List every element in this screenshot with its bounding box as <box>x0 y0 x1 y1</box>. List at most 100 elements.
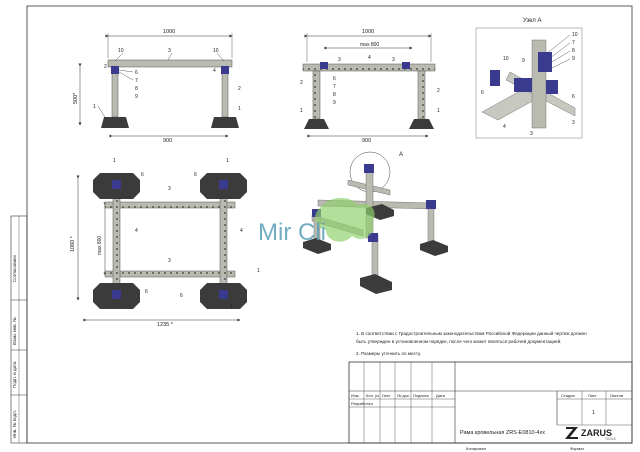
side-view: 1000 max 800 900 3 4 3 6 7 8 9 2 1 1 2 <box>300 29 440 144</box>
watermark: Mir Cli <box>258 197 375 246</box>
callout: 3 <box>572 120 575 126</box>
detail-bracket-center <box>514 78 532 92</box>
callout: 9 <box>333 100 336 106</box>
callout: 4 <box>135 228 138 234</box>
callout: 3 <box>392 57 395 63</box>
iso-connector <box>426 200 436 209</box>
plan-beam-bottom <box>104 270 236 278</box>
front-crossbeam <box>107 59 233 68</box>
callout: 6 <box>141 172 144 178</box>
detail-view: Узел А 10 7 8 9 10 9 6 4 3 6 3 <box>475 18 583 139</box>
side-post-right <box>417 70 426 120</box>
plan-connector <box>219 290 228 299</box>
notes: 1. В соответствии с Градостроительным за… <box>356 330 587 356</box>
callout: 3 <box>168 48 171 54</box>
iso-detail-marker: A <box>399 152 403 158</box>
side-post-left <box>312 70 321 120</box>
tb-header: Дата <box>436 393 446 398</box>
side-top-dimension: 1000 <box>362 29 374 35</box>
front-bottom-dimension: 900 <box>163 138 172 144</box>
tb-header: Подпись <box>413 393 429 398</box>
side-foot-right <box>409 119 434 129</box>
plan-connector <box>112 180 121 189</box>
callout: 3 <box>338 57 341 63</box>
iso-foot <box>420 240 448 256</box>
plan-connector <box>219 180 228 189</box>
callout: 6 <box>180 293 183 299</box>
callout: 2 <box>104 64 107 70</box>
note-2: 2. Размеры уточнить по месту. <box>356 351 421 356</box>
callout: 2 <box>437 88 440 94</box>
plan-beam-top <box>104 201 236 209</box>
watermark-text: Mir Cli <box>258 219 326 246</box>
side-connector-right <box>402 62 410 69</box>
plan-view: 1060 * max 800 1235 * 1 6 3 6 1 4 4 3 1 … <box>70 158 260 328</box>
tb-header: № док. <box>397 393 410 398</box>
front-foot-right <box>211 117 239 128</box>
tb-header: Лист <box>382 393 391 398</box>
callout: 8 <box>135 86 138 92</box>
callout: 1 <box>437 108 440 114</box>
stamp-agreed: Согласовано <box>12 254 17 282</box>
tb-developed: Разработал <box>351 401 373 406</box>
side-connector-left <box>320 62 328 69</box>
callout: 9 <box>522 58 525 64</box>
callout: 1 <box>93 104 96 110</box>
callout: 8 <box>572 48 575 54</box>
callout: 1 <box>257 268 260 274</box>
tb-copied: Копировал <box>466 446 487 451</box>
callout: 6 <box>481 90 484 96</box>
callout: 1 <box>238 106 241 112</box>
tb-sheet-number: 1 <box>592 410 595 416</box>
detail-top-bracket <box>538 52 552 72</box>
side-max-dimension: max 800 <box>360 42 379 48</box>
callout: 10 <box>118 48 124 54</box>
callout: 6 <box>572 94 575 100</box>
front-foot-left <box>101 117 129 128</box>
zarus-logo-icon <box>565 427 578 439</box>
tb-header: Изм. <box>351 393 360 398</box>
callout: 2 <box>238 86 241 92</box>
callout: 1 <box>113 158 116 164</box>
callout: 7 <box>333 84 336 90</box>
plan-rail-right <box>219 189 228 291</box>
callout: 1 <box>230 304 233 310</box>
plan-bottom-dimension: 1235 * <box>157 322 174 328</box>
callout: 1 <box>300 108 303 114</box>
callout: 1 <box>226 158 229 164</box>
title-block: Изм. Кол. уч. Лист № док. Подпись Дата Р… <box>348 361 633 451</box>
callout: 6 <box>333 76 336 82</box>
callout: 9 <box>135 94 138 100</box>
callout: 4 <box>503 124 506 130</box>
iso-foot <box>303 238 331 254</box>
iso-connector <box>364 164 374 173</box>
detail-bracket-left <box>490 70 500 86</box>
detail-bracket-right <box>546 80 558 94</box>
callout: 7 <box>572 40 575 46</box>
detail-title: Узел А <box>523 18 541 24</box>
tb-stage: Стадия <box>561 393 575 398</box>
drawing-title: Рама кровельная ZRS-E0810-4xx <box>460 430 545 436</box>
stamp-replaced: Взам. инв. № <box>12 317 17 345</box>
callout: 3 <box>168 258 171 264</box>
callout: 7 <box>135 78 138 84</box>
callout: 10 <box>572 32 578 38</box>
note-1-line-1: 1. В соответствии с Градостроительным за… <box>356 330 587 336</box>
front-height-dimension: 500* <box>73 92 79 104</box>
side-crossbeam <box>302 63 436 72</box>
callout: 4 <box>368 55 371 61</box>
callout: 3 <box>530 131 533 137</box>
zarus-logo: ZARUS TOOLS <box>565 427 616 441</box>
tb-sheets: Листов <box>610 393 623 398</box>
brand-subtitle: TOOLS <box>605 437 616 441</box>
callout: 10 <box>213 48 219 54</box>
callout: 8 <box>333 92 336 98</box>
callout: 6 <box>145 289 148 295</box>
callout: 6 <box>194 172 197 178</box>
tb-format: Формат <box>570 446 584 451</box>
callout: 2 <box>300 80 303 86</box>
callout: 10 <box>503 56 509 62</box>
stamp-inventory: Инв. № подл. <box>12 410 17 438</box>
front-connector-right <box>221 66 229 74</box>
